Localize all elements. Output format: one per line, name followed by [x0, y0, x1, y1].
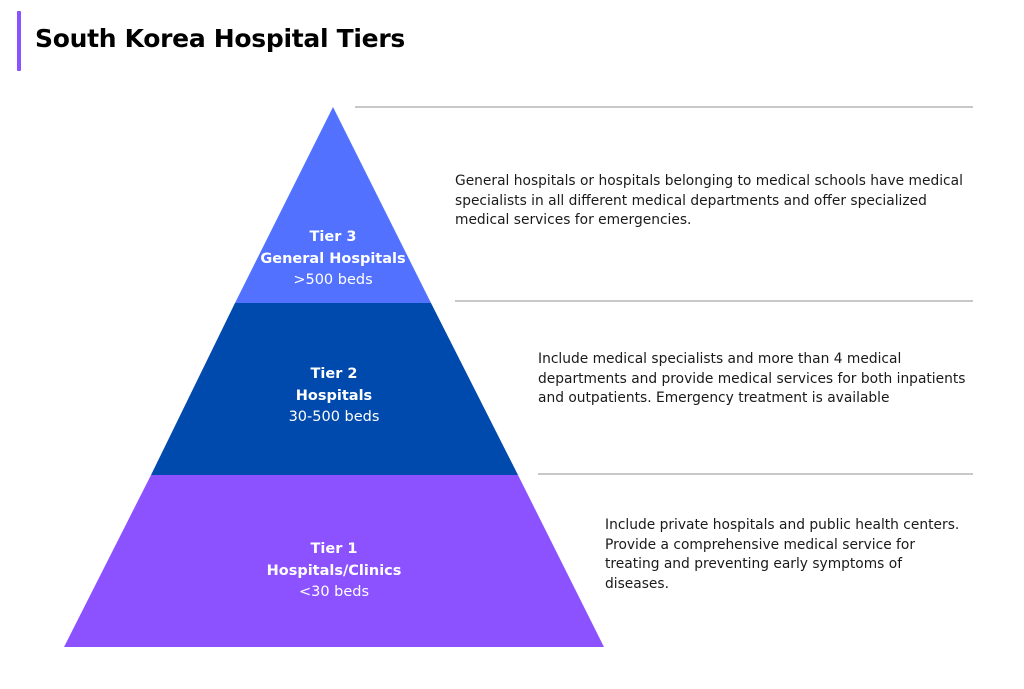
title-accent-bar	[17, 11, 21, 71]
tier-3-label: Tier 3 General Hospitals >500 beds	[203, 227, 463, 292]
tier-1-number: Tier 1	[310, 541, 358, 557]
tier-1-beds: <30 beds	[298, 584, 370, 600]
tier-2-description: Include medical specialists and more tha…	[538, 351, 966, 406]
tier-2-number: Tier 2	[310, 366, 358, 382]
tier-1-name: Hospitals/Clinics	[266, 562, 402, 579]
tier-3-description: General hospitals or hospitals belonging…	[455, 173, 963, 228]
tier-2-name: Hospitals	[295, 387, 373, 404]
page-title: South Korea Hospital Tiers	[35, 24, 405, 53]
tier-2-segment	[151, 303, 518, 475]
tier-1-description: Include private hospitals and public hea…	[605, 517, 960, 592]
tier-1-segment	[64, 475, 604, 647]
tier-3-number: Tier 3	[309, 229, 357, 245]
tier-3-beds: >500 beds	[293, 272, 373, 288]
tier-2-beds: 30-500 beds	[288, 409, 380, 425]
tier-3-name: General Hospitals	[260, 250, 406, 267]
tier-2-label: Tier 2 Hospitals 30-500 beds	[204, 364, 464, 429]
tier-1-label: Tier 1 Hospitals/Clinics <30 beds	[204, 539, 464, 604]
tier-3-segment	[235, 107, 431, 303]
